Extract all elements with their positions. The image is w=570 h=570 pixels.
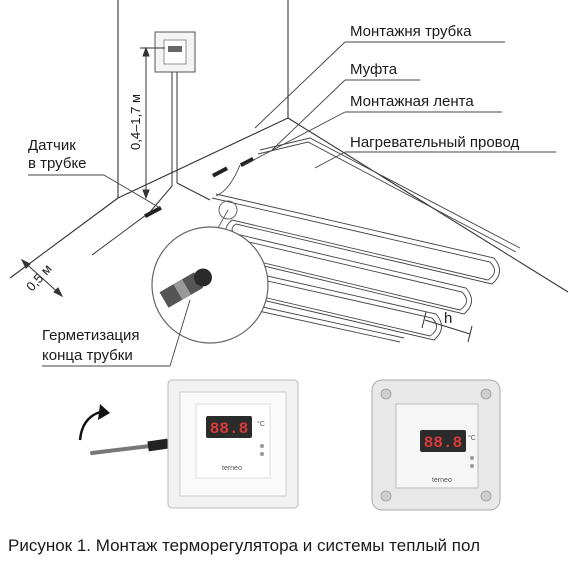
label-coupling: Муфта <box>350 61 398 78</box>
magnifier-detail <box>151 200 269 344</box>
leader-lines <box>28 41 556 367</box>
device-b-brand: terneo <box>432 477 452 484</box>
device-a-display: 88.8 <box>210 420 248 438</box>
installation-diagram: 0,4–1,7 м 0,5 м h Монтажня трубка Муфта … <box>9 0 569 511</box>
step-dimension-label: h <box>444 310 452 327</box>
wall-thermostat-icon <box>154 31 196 73</box>
device-a-unit: °C <box>257 420 265 428</box>
label-mounting-tube: Монтажня трубка <box>350 23 472 40</box>
rotate-arrow-icon <box>78 404 110 441</box>
height-dimension-label: 0,4–1,7 м <box>128 94 143 150</box>
label-sensor-line1: Датчик <box>28 137 76 154</box>
label-heating-wire: Нагревательный провод <box>350 134 519 151</box>
figure-caption: Рисунок 1. Монтаж терморегулятора и сист… <box>8 536 480 555</box>
device-a-brand: terneo <box>222 465 242 472</box>
sensor-probe <box>90 438 169 455</box>
label-sensor-line2: в трубке <box>28 155 87 172</box>
device-b-unit: °C <box>468 434 476 442</box>
floor-edge-back <box>117 117 289 199</box>
offset-dimension <box>20 258 64 298</box>
device-b-display: 88.8 <box>424 434 462 452</box>
thermostat-device-a: 88.8 °C terneo <box>167 379 299 509</box>
height-dimension <box>140 46 165 200</box>
mounting-tape-strips <box>144 156 255 218</box>
label-mounting-tape: Монтажная лента <box>350 93 474 110</box>
label-seal-line1: Герметизация <box>42 327 140 344</box>
step-dimension <box>421 311 473 343</box>
label-seal-line2: конца трубки <box>42 347 133 364</box>
thermostat-device-b: 88.8 °C terneo <box>371 379 501 511</box>
